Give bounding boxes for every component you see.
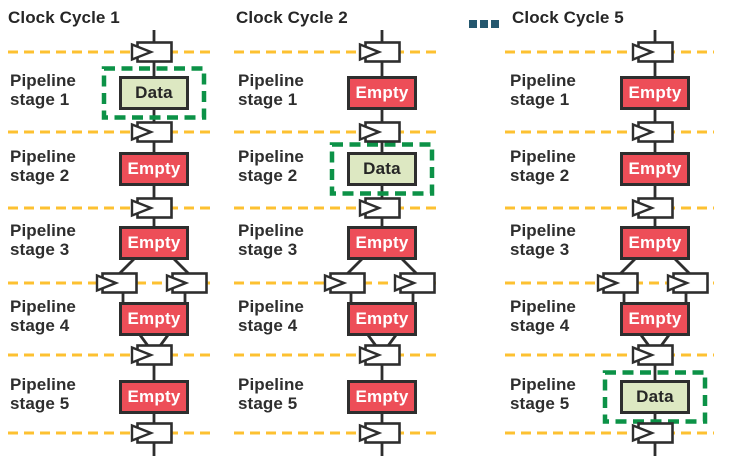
register-icon — [358, 344, 401, 366]
register-icon — [130, 422, 173, 444]
register-icon — [666, 272, 709, 294]
data-box: Data — [620, 380, 690, 414]
stage-label: Pipeline stage 5 — [10, 375, 76, 413]
empty-box: Empty — [119, 380, 189, 414]
stage-label: Pipeline stage 1 — [10, 71, 76, 109]
continuation-dots-icon — [469, 20, 499, 28]
stage-label: Pipeline stage 2 — [510, 147, 576, 185]
stage-label: Pipeline stage 1 — [510, 71, 576, 109]
register-icon — [165, 272, 208, 294]
stage-label: Pipeline stage 5 — [510, 375, 576, 413]
register-icon — [130, 197, 173, 219]
clock-triangle-icon — [631, 423, 655, 443]
clock-triangle-icon — [130, 42, 154, 62]
dot — [480, 20, 488, 28]
register-icon — [130, 344, 173, 366]
empty-box: Empty — [347, 302, 417, 336]
empty-box: Empty — [119, 226, 189, 260]
column-title-clock-cycle-1: Clock Cycle 1 — [8, 8, 120, 27]
clock-triangle-icon — [130, 122, 154, 142]
register-icon — [631, 197, 674, 219]
stage-label: Pipeline stage 3 — [238, 221, 304, 259]
clock-triangle-icon — [631, 198, 655, 218]
clock-triangle-icon — [631, 42, 655, 62]
register-icon — [358, 197, 401, 219]
empty-box: Empty — [119, 302, 189, 336]
register-icon — [358, 422, 401, 444]
clock-triangle-icon — [358, 42, 382, 62]
clock-triangle-icon — [130, 345, 154, 365]
register-icon — [631, 422, 674, 444]
register-icon — [631, 121, 674, 143]
empty-box: Empty — [620, 302, 690, 336]
stage-label: Pipeline stage 3 — [10, 221, 76, 259]
register-icon — [323, 272, 366, 294]
active-data-highlight — [602, 370, 708, 424]
stage-label: Pipeline stage 5 — [238, 375, 304, 413]
column-title-clock-cycle-2: Clock Cycle 2 — [236, 8, 348, 27]
stage-label: Pipeline stage 4 — [10, 297, 76, 335]
active-data-highlight — [101, 66, 207, 120]
register-icon — [631, 344, 674, 366]
column-title-clock-cycle-5: Clock Cycle 5 — [512, 8, 624, 27]
stage-label: Pipeline stage 4 — [238, 297, 304, 335]
register-icon — [596, 272, 639, 294]
clock-triangle-icon — [130, 423, 154, 443]
stage-label: Pipeline stage 4 — [510, 297, 576, 335]
clock-triangle-icon — [666, 273, 690, 293]
empty-box: Empty — [620, 226, 690, 260]
register-icon — [631, 41, 674, 63]
clock-triangle-icon — [358, 423, 382, 443]
stage-label: Pipeline stage 3 — [510, 221, 576, 259]
register-icon — [358, 41, 401, 63]
data-box: Data — [119, 76, 189, 110]
stage-label: Pipeline stage 1 — [238, 71, 304, 109]
clock-triangle-icon — [393, 273, 417, 293]
empty-box: Empty — [620, 152, 690, 186]
clock-triangle-icon — [323, 273, 347, 293]
data-box: Data — [347, 152, 417, 186]
stage-label: Pipeline stage 2 — [238, 147, 304, 185]
clock-triangle-icon — [95, 273, 119, 293]
empty-box: Empty — [119, 152, 189, 186]
empty-box: Empty — [347, 380, 417, 414]
register-icon — [95, 272, 138, 294]
empty-box: Empty — [620, 76, 690, 110]
clock-triangle-icon — [358, 345, 382, 365]
register-icon — [393, 272, 436, 294]
clock-triangle-icon — [130, 198, 154, 218]
clock-triangle-icon — [631, 122, 655, 142]
clock-triangle-icon — [596, 273, 620, 293]
register-icon — [358, 121, 401, 143]
dot — [491, 20, 499, 28]
empty-box: Empty — [347, 76, 417, 110]
register-icon — [130, 41, 173, 63]
empty-box: Empty — [347, 226, 417, 260]
active-data-highlight — [329, 142, 435, 196]
register-icon — [130, 121, 173, 143]
clock-triangle-icon — [358, 122, 382, 142]
dot — [469, 20, 477, 28]
clock-triangle-icon — [631, 345, 655, 365]
stage-label: Pipeline stage 2 — [10, 147, 76, 185]
clock-triangle-icon — [165, 273, 189, 293]
clock-triangle-icon — [358, 198, 382, 218]
